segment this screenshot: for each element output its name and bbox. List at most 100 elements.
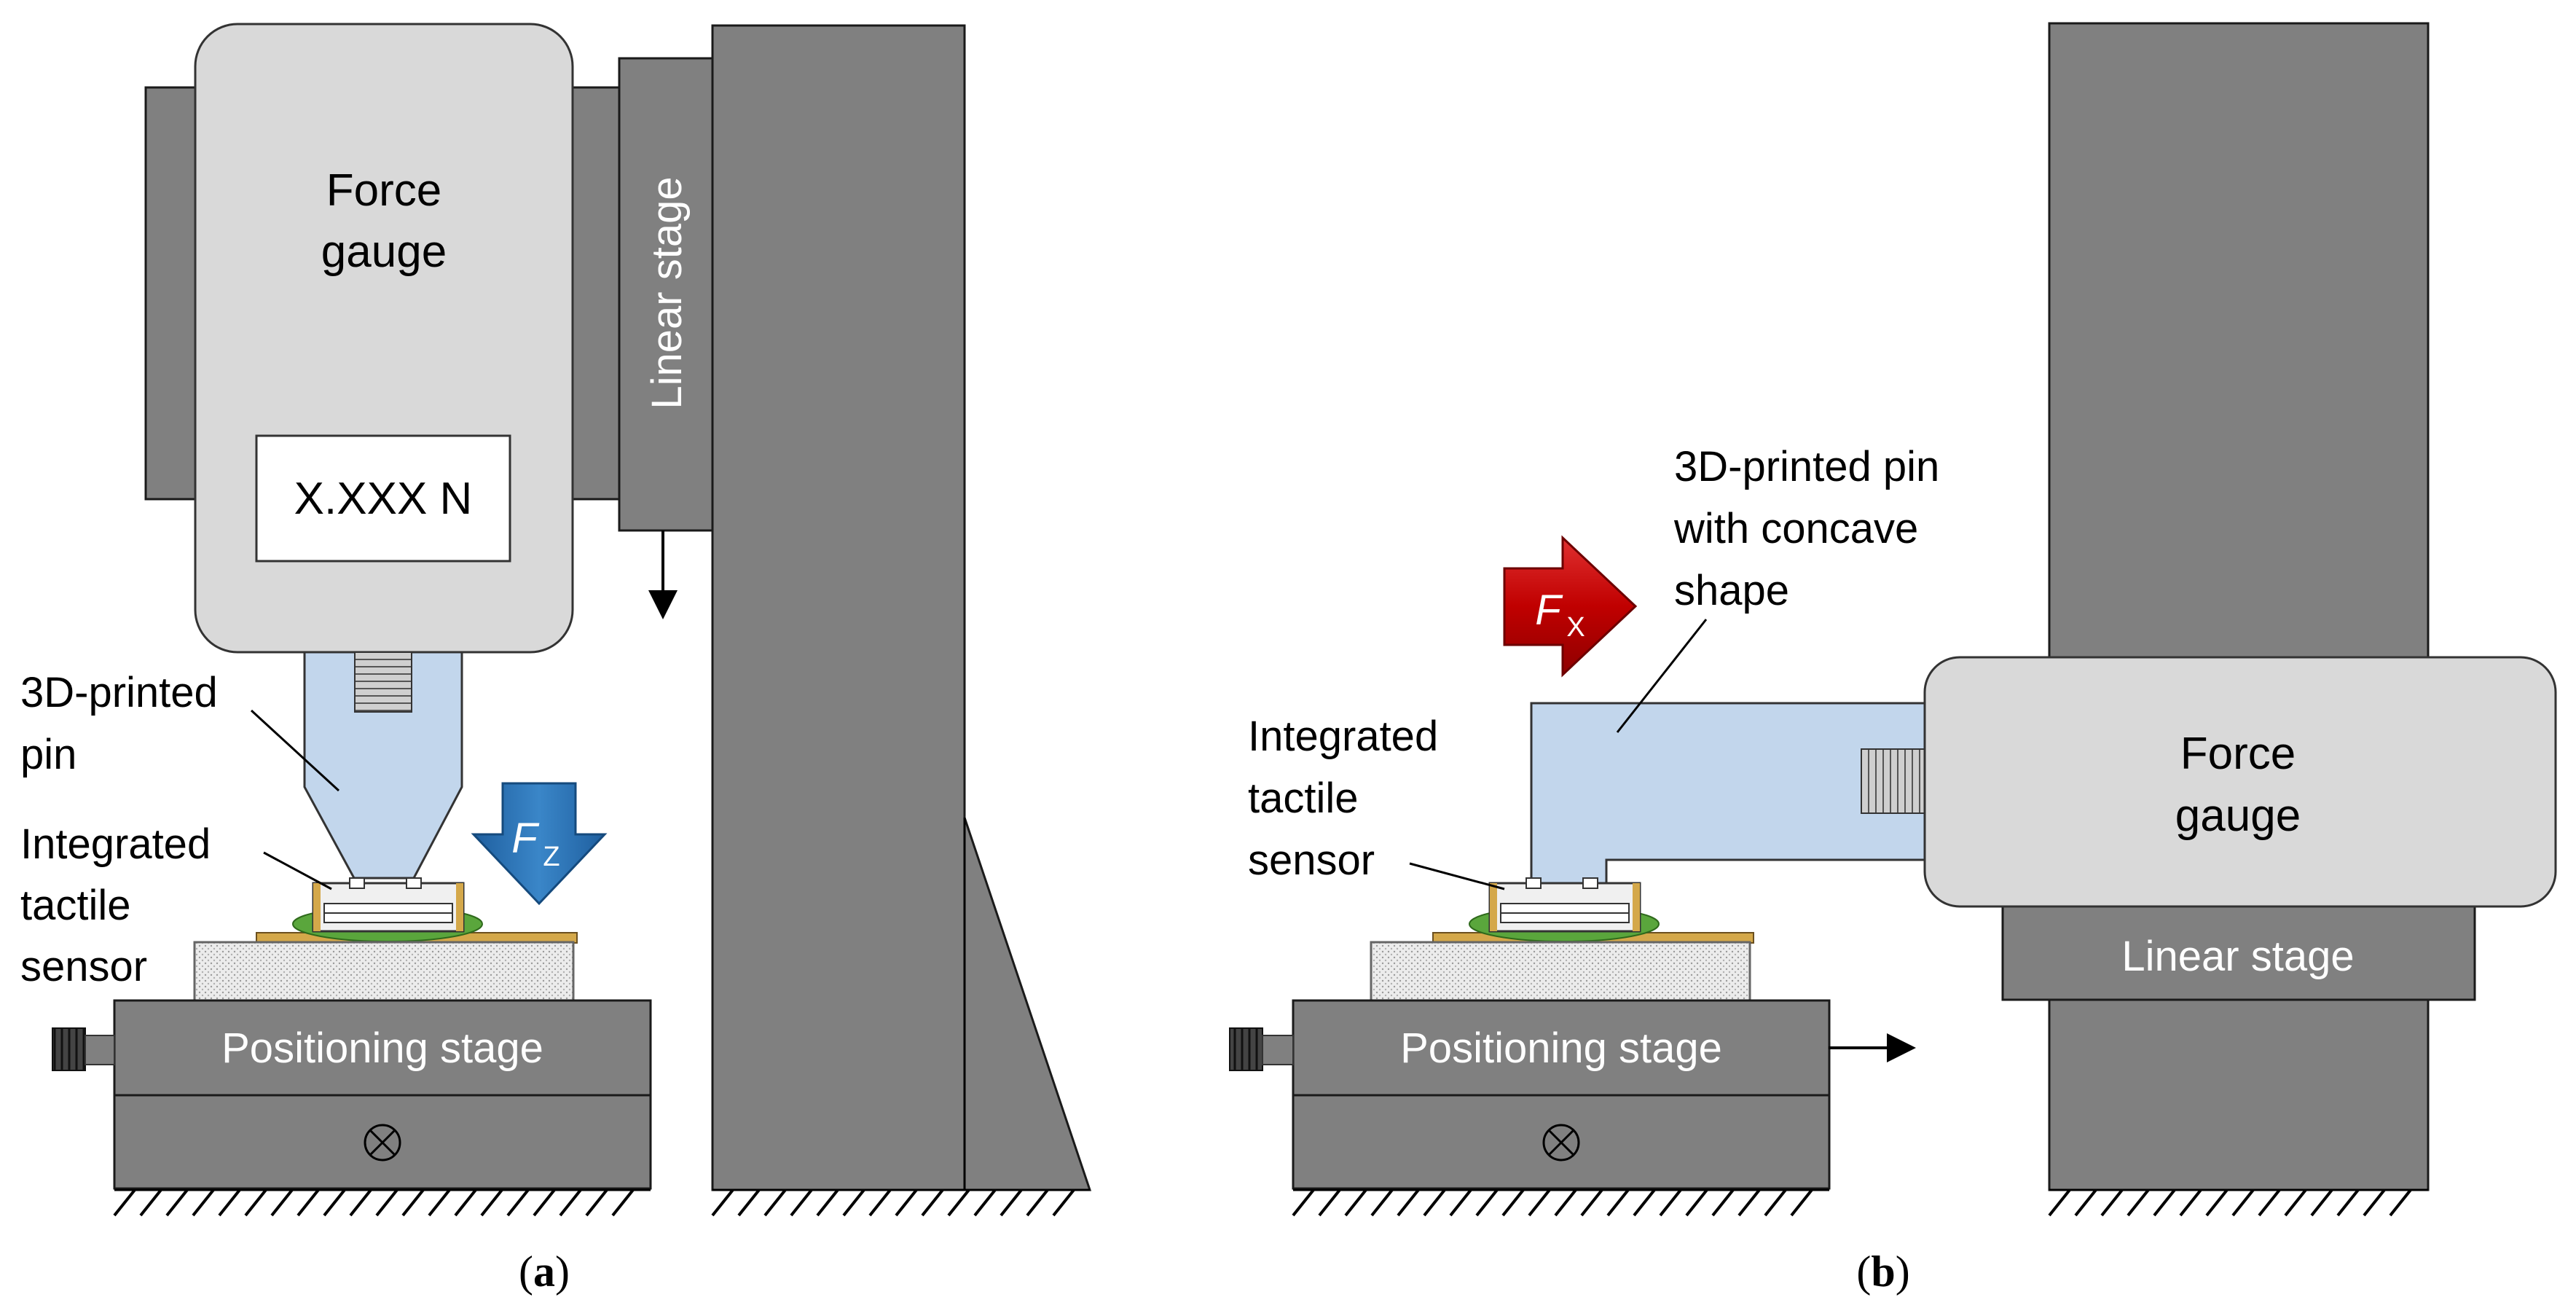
positioning-stage-b: [1292, 999, 1831, 1097]
sensor-label-line3-b: sensor: [1248, 837, 1375, 884]
hatch-stroke: [2258, 1188, 2281, 1217]
frame-column-a: [711, 24, 966, 1191]
hatch-stroke: [737, 1188, 761, 1217]
hatch-stroke: [1580, 1188, 1603, 1217]
panel-label-a: (a): [519, 1248, 570, 1296]
hatch-stroke: [1606, 1188, 1630, 1217]
hatch-stroke: [1318, 1188, 1341, 1217]
linear-stage-label-a: Linear stage: [643, 176, 691, 409]
hatch-stroke: [1344, 1188, 1367, 1217]
hatch-stroke: [1737, 1188, 1761, 1217]
gauge-mount-left-a: [144, 86, 200, 501]
force-x-subscript-b: X: [1566, 612, 1585, 643]
hatch-stroke: [2231, 1188, 2255, 1217]
frame-column-b: [2048, 22, 2430, 1191]
hatch-stroke: [711, 1188, 734, 1217]
frame-brace-a: [963, 817, 1092, 1191]
hatch-stroke: [1711, 1188, 1735, 1217]
hatch-stroke: [895, 1188, 918, 1217]
hatch-stroke: [2284, 1188, 2307, 1217]
sensor-label-line2-b: tactile: [1248, 775, 1359, 822]
hatch-stroke: [506, 1188, 530, 1217]
hatch-stroke: [611, 1188, 635, 1217]
force-gauge-display-value-a: X.XXX N: [294, 474, 473, 524]
hatch-stroke: [2336, 1188, 2360, 1217]
positioning-stage-a: [113, 999, 652, 1097]
hatch-stroke: [2179, 1188, 2202, 1217]
micrometer-shaft-b: [1262, 1035, 1294, 1065]
tactile-sensor-b: [1432, 877, 1754, 944]
hatch-stroke: [2048, 1188, 2071, 1217]
hatch-stroke: [192, 1188, 215, 1217]
pin-leader-b: [1616, 619, 1708, 733]
force-gauge-display-a: [255, 434, 511, 563]
hatch-stroke: [428, 1188, 451, 1217]
hatch-stroke: [2310, 1188, 2333, 1217]
force-gauge-label-line1-b: Force: [2180, 729, 2296, 779]
panel-a: Linear stage Force gauge X.XXX N: [20, 23, 1092, 1296]
hatch-stroke: [1554, 1188, 1577, 1217]
gauge-mount-right-a: [570, 86, 621, 501]
hatch-stroke: [790, 1188, 813, 1217]
sensor-leader-b: [1409, 862, 1505, 890]
pin-thread-b: [1861, 748, 1928, 814]
hatch-stroke: [1052, 1188, 1075, 1217]
force-x-symbol-b: F: [1535, 587, 1563, 634]
hatch-stroke: [323, 1188, 346, 1217]
hatch-stroke: [218, 1188, 241, 1217]
linear-stage-label-b: Linear stage: [2121, 933, 2354, 980]
sample-base-b: [1370, 941, 1751, 1002]
hatch-stroke: [480, 1188, 503, 1217]
hatch-stroke: [2389, 1188, 2412, 1217]
hatch-stroke: [2074, 1188, 2097, 1217]
hatch-stroke: [270, 1188, 294, 1217]
hatch-stroke: [297, 1188, 320, 1217]
tactile-sensor-a: [256, 877, 578, 944]
hatch-stroke: [1397, 1188, 1420, 1217]
force-z-arrow-a: F Z: [471, 782, 608, 906]
force-z-symbol-a: F: [511, 815, 540, 862]
positioning-stage-label-b: Positioning stage: [1400, 1025, 1722, 1072]
sensor-leader-a: [263, 851, 332, 890]
hatch-stroke: [401, 1188, 425, 1217]
panel-label-b: (b): [1856, 1248, 1909, 1296]
hatch-stroke: [585, 1188, 608, 1217]
micrometer-knob-b: [1229, 1027, 1263, 1071]
hatch-stroke: [2100, 1188, 2124, 1217]
hatch-stroke: [947, 1188, 970, 1217]
out-of-plane-axis-icon-b: [1542, 1124, 1580, 1162]
hatch-stroke: [1475, 1188, 1499, 1217]
hatch-stroke: [1423, 1188, 1446, 1217]
hatch-stroke: [763, 1188, 787, 1217]
hatch-stroke: [533, 1188, 556, 1217]
pin-leader-a: [250, 709, 340, 792]
hatch-stroke: [139, 1188, 162, 1217]
pin-label-line1-a: 3D-printed: [20, 669, 218, 716]
hatch-stroke: [973, 1188, 997, 1217]
hatch-stroke: [2127, 1188, 2150, 1217]
hatch-stroke: [1292, 1188, 1315, 1217]
hatch-stroke: [375, 1188, 398, 1217]
ground-hatch-a2: [711, 1188, 1075, 1217]
micrometer-knob-a: [52, 1027, 86, 1071]
pin-label-line2-b: with concave: [1673, 505, 1918, 552]
out-of-plane-axis-icon-a: [364, 1124, 401, 1162]
force-x-arrow-b: F X: [1503, 535, 1638, 678]
pin-label-line1-b: 3D-printed pin: [1674, 443, 1939, 490]
hatch-stroke: [1449, 1188, 1472, 1217]
sensor-label-line1-b: Integrated: [1248, 713, 1438, 760]
hatch-stroke: [1790, 1188, 1813, 1217]
sample-base-a: [193, 941, 575, 1002]
hatch-stroke: [1633, 1188, 1656, 1217]
hatch-stroke: [1659, 1188, 1682, 1217]
ground-hatch-a1: [113, 1188, 635, 1217]
hatch-stroke: [113, 1188, 136, 1217]
force-gauge-label-line1-a: Force: [326, 165, 441, 216]
hatch-stroke: [1000, 1188, 1023, 1217]
positioning-stage-label-a: Positioning stage: [221, 1025, 543, 1072]
force-gauge-label-line2-a: gauge: [321, 227, 447, 277]
hatch-stroke: [921, 1188, 944, 1217]
hatch-stroke: [244, 1188, 267, 1217]
hatch-stroke: [2363, 1188, 2386, 1217]
